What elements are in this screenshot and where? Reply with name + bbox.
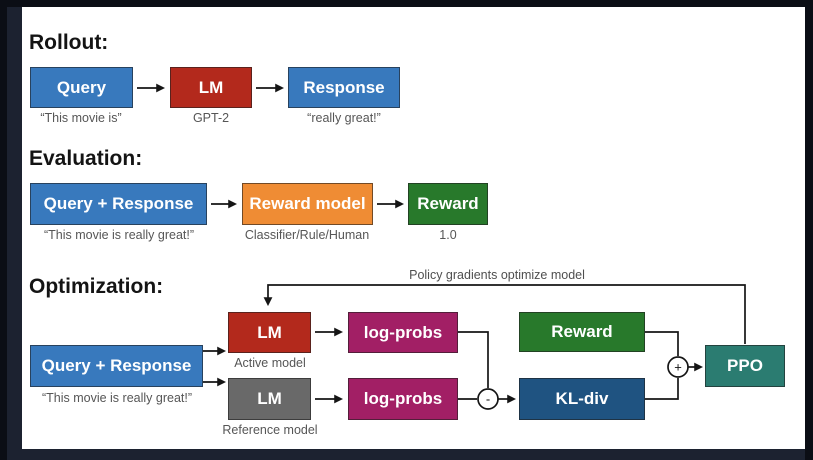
opt-ppo-label: PPO: [727, 356, 763, 375]
opt-reward-box: Reward: [519, 312, 645, 352]
policy-gradient-label: Policy gradients optimize model: [409, 268, 585, 282]
rollout-lm-label: LM: [198, 77, 224, 97]
opt-active-lm-label: LM: [257, 322, 282, 342]
opt-reference-lm-box: LM: [228, 378, 311, 420]
eval-query-response-label: Query + Response: [43, 194, 194, 213]
opt-reference-logprobs-box: log-probs: [348, 378, 458, 420]
eval-reward-model-box: Reward model: [242, 183, 373, 225]
eval-query-response-caption: “This movie is really great!”: [43, 228, 195, 242]
eval-reward-box: Reward: [408, 183, 488, 225]
eval-query-response-box: Query + Response: [30, 183, 207, 225]
rollout-lm-box: LM: [170, 67, 252, 108]
eval-reward-model-caption: Classifier/Rule/Human: [244, 228, 370, 242]
opt-ppo-box: PPO: [705, 345, 785, 387]
opt-active-logprobs-label: log-probs: [363, 322, 443, 342]
rollout-query-caption: “This movie is”: [40, 111, 122, 125]
frame-top-strip: [0, 0, 813, 7]
rollout-response-box: Response: [288, 67, 400, 108]
opt-reference-logprobs-label: log-probs: [363, 389, 443, 408]
opt-query-response-caption: “This movie is really great!”: [41, 391, 193, 405]
eval-reward-label: Reward: [417, 194, 479, 213]
frame-right-strip: [805, 0, 813, 460]
opt-reference-lm-label: LM: [257, 389, 282, 408]
opt-kl-div-label: KL-div: [555, 389, 609, 408]
rollout-query-label: Query: [56, 77, 107, 97]
opt-active-lm-box: LM: [228, 312, 311, 353]
opt-query-response-box: Query + Response: [30, 345, 203, 387]
opt-reward-label: Reward: [551, 322, 613, 341]
evaluation-heading: Evaluation:: [29, 147, 143, 170]
rollout-heading: Rollout:: [29, 31, 109, 54]
rollout-lm-caption: GPT-2: [192, 111, 230, 125]
opt-active-logprobs-box: log-probs: [348, 312, 458, 353]
opt-reference-lm-caption: Reference model: [222, 423, 318, 437]
optimization-heading: Optimization:: [29, 275, 164, 298]
frame-left-strip: [0, 0, 7, 460]
rollout-response-label: Response: [303, 77, 385, 97]
opt-query-response-label: Query + Response: [41, 356, 192, 375]
rollout-query-box: Query: [30, 67, 133, 108]
rollout-response-caption: “really great!”: [307, 111, 381, 125]
eval-reward-caption: 1.0: [439, 228, 457, 242]
opt-kl-div-box: KL-div: [519, 378, 645, 420]
opt-active-lm-caption: Active model: [234, 356, 306, 370]
eval-reward-model-label: Reward model: [249, 194, 366, 213]
